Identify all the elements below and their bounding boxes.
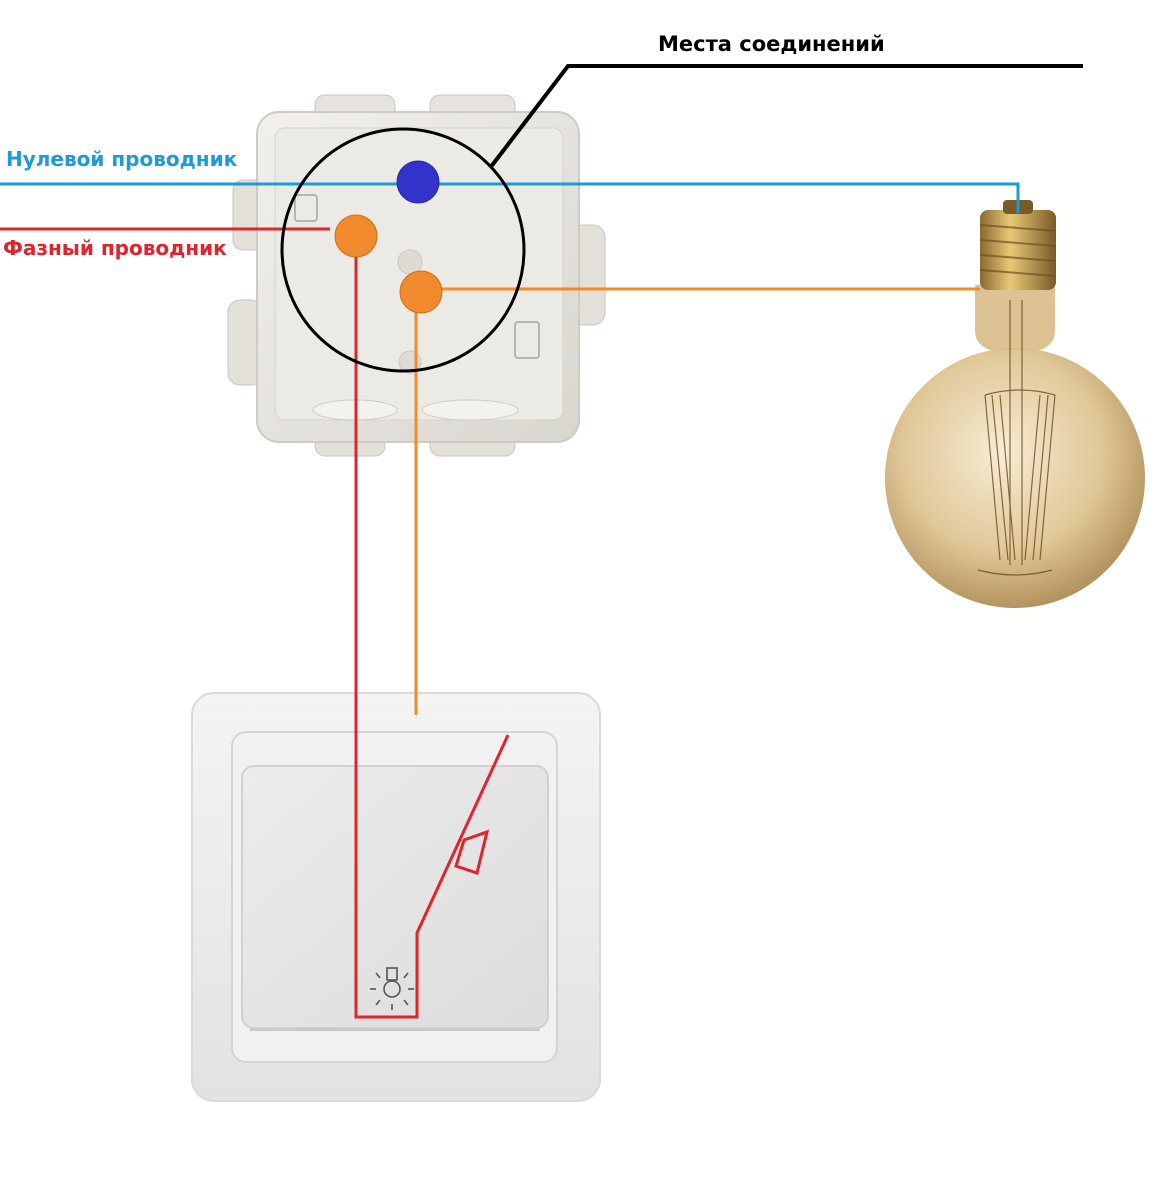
neutral-connection-node <box>396 160 440 204</box>
phase-connection-node <box>334 214 378 258</box>
connection-area-circle <box>280 127 526 373</box>
switch-contact-symbol <box>454 829 490 875</box>
connection-points-label: Места соединений <box>658 32 885 56</box>
neutral-wire <box>0 182 1020 213</box>
callout-leader-line <box>488 64 1083 170</box>
light-bulb-symbol-icon <box>370 967 414 1010</box>
phase-wire-to-switch <box>354 238 510 1019</box>
switched-connection-node <box>399 270 443 314</box>
edison-bulb-icon <box>885 200 1145 608</box>
wall-switch-icon <box>191 692 601 1102</box>
neutral-conductor-label: Нулевой проводник <box>6 147 238 171</box>
phase-conductor-label: Фазный проводник <box>3 236 227 260</box>
